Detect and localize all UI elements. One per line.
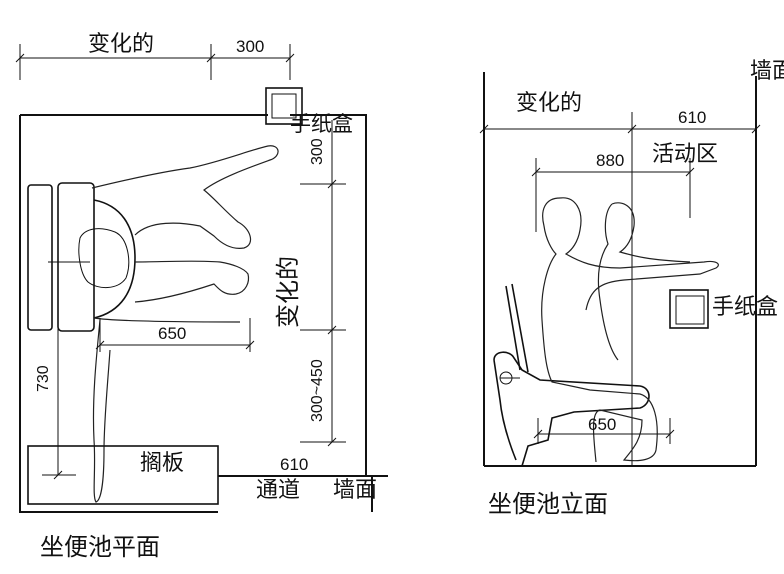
plan-dim-650: 650 <box>158 324 186 343</box>
plan-top-dimension <box>15 44 295 80</box>
plan-wall-label: 墙面 <box>333 478 377 503</box>
plan-view: 变化的 300 手纸盒 300 变化的 300~450 <box>15 32 388 561</box>
plan-tissue-box-shape <box>265 87 303 125</box>
elevation-dim-650: 650 <box>588 415 616 434</box>
plan-aisle-label: 通道 <box>256 478 300 503</box>
plan-dim-variable-side: 变化的 <box>274 256 302 328</box>
plan-flap-board-label: 搁板 <box>140 451 184 476</box>
plan-650-dimension <box>95 318 255 352</box>
elevation-880-dimension <box>531 158 695 232</box>
elevation-wall-top-label: 墙面 <box>750 59 784 84</box>
plan-flap-board-shape <box>27 445 219 505</box>
elevation-caption: 坐便池立面 <box>488 490 608 518</box>
elevation-tissue-box-label: 手纸盒 <box>712 295 778 320</box>
plan-dim-300-450: 300~450 <box>309 359 326 422</box>
elevation-activity-zone: 活动区 <box>652 142 718 167</box>
plan-right-dimension <box>300 120 346 447</box>
plan-toilet <box>27 182 136 332</box>
plan-stall-outline <box>19 114 388 513</box>
plan-dim-730: 730 <box>35 365 52 392</box>
elevation-toilet <box>493 283 650 467</box>
plan-dim-300-side: 300 <box>309 138 326 165</box>
elevation-dim-880: 880 <box>596 151 624 170</box>
plan-caption: 坐便池平面 <box>40 533 160 561</box>
elevation-tissue-box-shape <box>669 289 709 329</box>
elevation-650-dimension <box>533 418 675 444</box>
elevation-dim-610: 610 <box>678 108 706 127</box>
plan-dim-300-top: 300 <box>236 37 264 56</box>
elevation-dim-variable-top: 变化的 <box>516 91 582 116</box>
elevation-view: 墙面 变化的 610 活动区 880 手纸盒 <box>479 59 784 518</box>
plan-dim-610: 610 <box>280 455 308 474</box>
plan-tissue-box-label: 手纸盒 <box>290 112 353 136</box>
plan-person-figure <box>48 145 279 503</box>
elevation-top-dimension <box>479 112 761 466</box>
elevation-seated-figure <box>541 197 719 463</box>
plan-dim-variable-top: 变化的 <box>88 32 154 57</box>
elevation-stall-outline <box>483 72 757 467</box>
plan-730-dimension <box>42 262 76 480</box>
